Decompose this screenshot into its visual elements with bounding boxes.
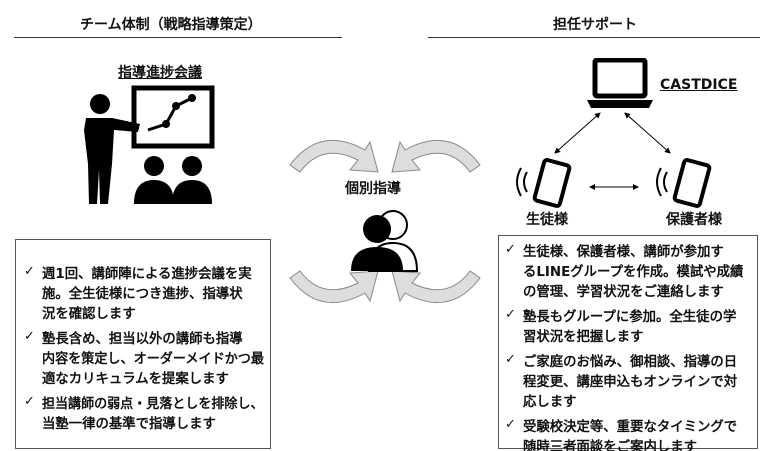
item-text: るLINEグループを作成。模試や成績	[523, 264, 744, 280]
list-item: ✓ 生徒様、保護者様、講師が参加す るLINEグループを作成。模試や成績 の管理…	[501, 242, 755, 302]
check-icon: ✓	[24, 329, 35, 344]
guardian-phone-icon	[656, 158, 712, 208]
item-text: 塾長もグループに参加。全生徒の学	[523, 309, 737, 325]
arrow-icon	[289, 139, 379, 173]
list-item: ✓ 担当講師の弱点・見落としを排除し、 当塾一律の基準で指導します	[20, 394, 266, 434]
check-icon: ✓	[505, 307, 516, 322]
meeting-label: 指導進捗会議	[118, 65, 202, 81]
connection-arrows	[554, 112, 671, 190]
item-text: 応します	[523, 394, 577, 410]
list-item: ✓ 週1回、講師陣による進捗会議を実 施。全生徒様につき進捗、指導状 況を確認し…	[20, 264, 266, 324]
item-text: 況を確認します	[42, 306, 136, 322]
student-phone-icon	[516, 158, 572, 208]
divider	[14, 37, 342, 38]
list-item: ✓ 塾長もグループに参加。全生徒の学 習状況を把握します	[501, 307, 755, 347]
item-text: 適なカリキュラムを提案します	[42, 371, 229, 387]
item-text: 当塾一律の基準で指導します	[42, 416, 216, 432]
castdice-label: CASTDICE	[660, 77, 738, 93]
item-text: 内容を策定し、オーダーメイドかつ最	[42, 351, 264, 367]
item-text: 担当講師の弱点・見落としを排除し、	[42, 396, 264, 412]
arrow-icon	[289, 270, 379, 304]
check-icon: ✓	[24, 394, 35, 409]
homeroom-support-box: ✓ 生徒様、保護者様、講師が参加す るLINEグループを作成。模試や成績 の管理…	[498, 235, 758, 451]
check-icon: ✓	[505, 352, 516, 367]
list-item: ✓ 塾長含め、担当以外の講師も指導 内容を策定し、オーダーメイドかつ最 適なカリ…	[20, 329, 266, 389]
item-text: ご家庭のお悩み、御相談、指導の日	[523, 354, 738, 370]
check-icon: ✓	[24, 264, 35, 279]
individual-guidance-label: 個別指導	[345, 181, 401, 197]
homeroom-support-title: 担任サポート	[553, 17, 637, 33]
item-text: 週1回、講師陣による進捗会議を実	[42, 266, 252, 282]
item-text: 受験校決定等、重要なタイミングで	[523, 419, 738, 435]
cycle-arrows	[289, 139, 481, 304]
presentation-icon	[84, 85, 215, 204]
list-item: ✓ 受験校決定等、重要なタイミングで 随時三者面談をご案内します	[501, 417, 755, 451]
item-text: 随時三者面談をご案内します	[523, 439, 697, 451]
student-label: 生徒様	[526, 212, 568, 228]
arrow-icon	[391, 270, 481, 304]
check-icon: ✓	[505, 242, 516, 257]
item-text: の管理、学習状況をご連絡します	[523, 284, 724, 300]
item-text: 塾長含め、担当以外の講師も指導	[42, 331, 243, 347]
item-text: 程変更、講座申込もオンラインで対	[523, 374, 738, 390]
team-structure-box: ✓ 週1回、講師陣による進捗会議を実 施。全生徒様につき進捗、指導状 況を確認し…	[15, 239, 271, 449]
team-structure-title: チーム体制（戦略指導策定）	[80, 17, 262, 33]
check-icon: ✓	[505, 417, 516, 432]
arrow-icon	[391, 139, 481, 173]
people-icon	[351, 210, 419, 272]
guardian-label: 保護者様	[666, 212, 722, 228]
item-text: 習状況を把握します	[523, 329, 644, 345]
list-item: ✓ ご家庭のお悩み、御相談、指導の日 程変更、講座申込もオンラインで対 応します	[501, 352, 755, 412]
item-text: 施。全生徒様につき進捗、指導状	[42, 286, 243, 302]
laptop-icon	[587, 58, 653, 108]
divider	[428, 37, 760, 38]
item-text: 生徒様、保護者様、講師が参加す	[523, 244, 724, 260]
